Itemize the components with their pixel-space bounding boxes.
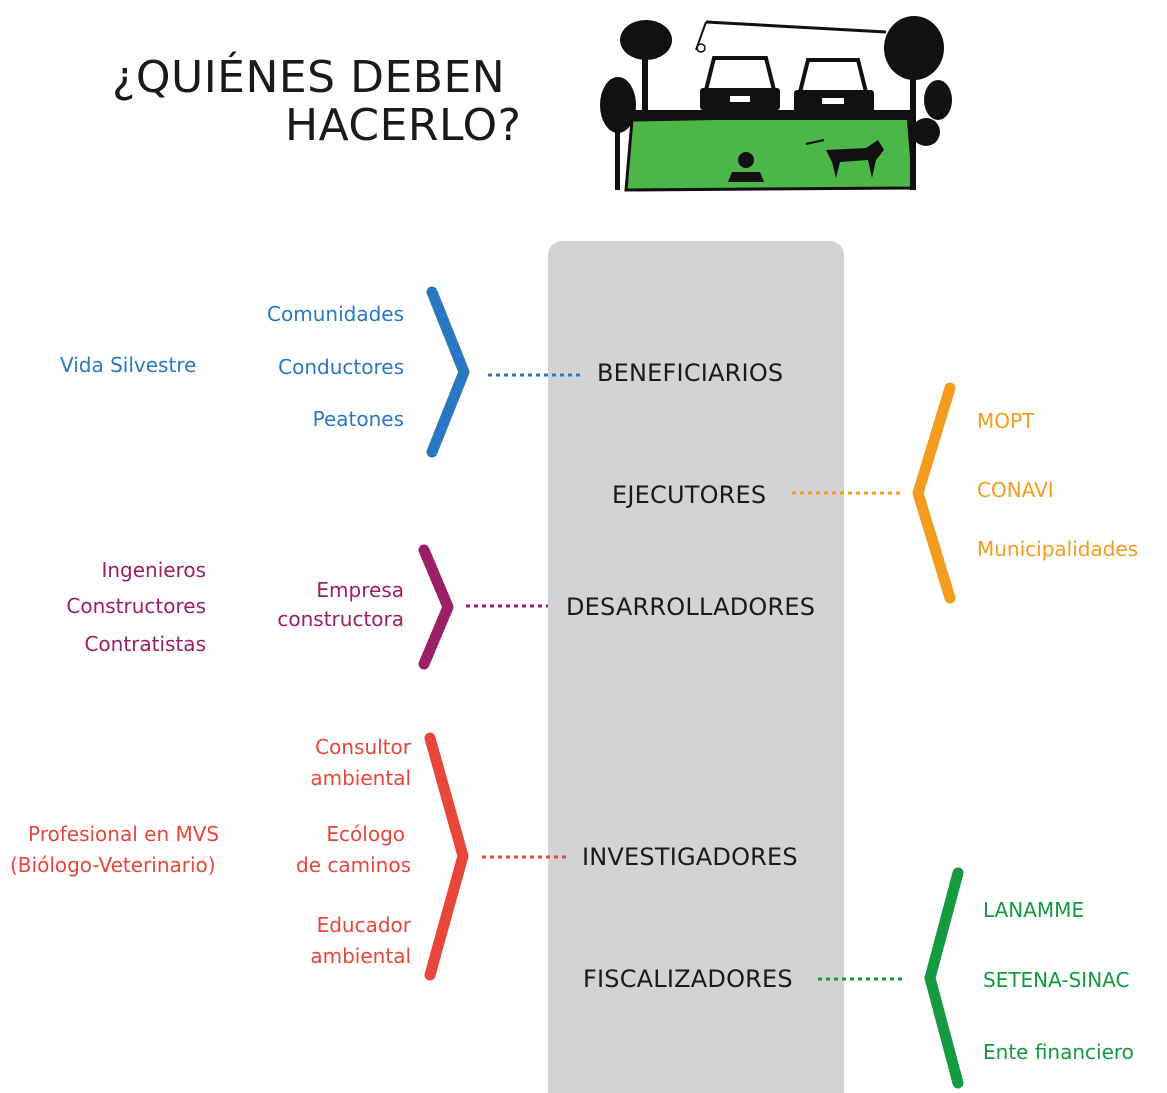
desarrollador-empresa-line-2: constructora bbox=[277, 607, 404, 631]
ejecutores-bracket-icon bbox=[912, 382, 956, 604]
desarrollador-empresa-line-1: Empresa bbox=[316, 578, 404, 602]
road-crossing-illustration-icon bbox=[600, 16, 952, 192]
investigador-profesional-line-1: Profesional en MVS bbox=[28, 822, 220, 846]
desarrollador-constructores: Constructores bbox=[66, 594, 206, 618]
investigador-consultor-line-2: ambiental bbox=[310, 766, 411, 790]
investigador-consultor-line-1: Consultor bbox=[315, 735, 411, 759]
role-desarrolladores: DESARROLLADORES bbox=[566, 593, 816, 621]
investigadores-bracket-icon bbox=[424, 732, 469, 981]
ejecutor-mopt: MOPT bbox=[977, 409, 1035, 433]
beneficiario-comunidades: Comunidades bbox=[267, 302, 404, 326]
beneficiario-conductores: Conductores bbox=[278, 355, 404, 379]
ejecutor-municipalidades: Municipalidades bbox=[977, 537, 1139, 561]
fiscalizador-ente-financiero: Ente financiero bbox=[983, 1040, 1134, 1064]
page-title-line-1: ¿QUIÉNES DEBEN bbox=[112, 52, 506, 103]
fiscalizador-setena-sinac: SETENA-SINAC bbox=[983, 968, 1130, 992]
investigador-educador-line-2: ambiental bbox=[310, 944, 411, 968]
desarrollador-ingenieros: Ingenieros bbox=[101, 558, 206, 582]
investigador-ecologo-line-1: Ecólogo bbox=[326, 822, 405, 846]
role-beneficiarios: BENEFICIARIOS bbox=[597, 359, 784, 387]
role-investigadores: INVESTIGADORES bbox=[582, 843, 798, 871]
desarrollador-contratistas: Contratistas bbox=[84, 632, 206, 656]
ejecutor-conavi: CONAVI bbox=[977, 478, 1054, 502]
role-ejecutores: EJECUTORES bbox=[612, 481, 767, 509]
role-fiscalizadores: FISCALIZADORES bbox=[583, 965, 793, 993]
beneficiario-peatones: Peatones bbox=[312, 407, 404, 431]
investigador-educador-line-1: Educador bbox=[316, 913, 411, 937]
central-panel bbox=[548, 241, 844, 1093]
fiscalizador-lanamme: LANAMME bbox=[983, 898, 1085, 922]
investigador-profesional-line-2: (Biólogo-Veterinario) bbox=[10, 853, 216, 877]
page-title-line-2: HACERLO? bbox=[285, 100, 522, 151]
desarrolladores-bracket-icon bbox=[418, 544, 454, 670]
beneficiario-vida-silvestre: Vida Silvestre bbox=[60, 353, 197, 377]
investigador-ecologo-line-2: de caminos bbox=[296, 853, 411, 877]
fiscalizadores-bracket-icon bbox=[924, 867, 964, 1089]
beneficiarios-bracket-icon bbox=[426, 286, 470, 458]
